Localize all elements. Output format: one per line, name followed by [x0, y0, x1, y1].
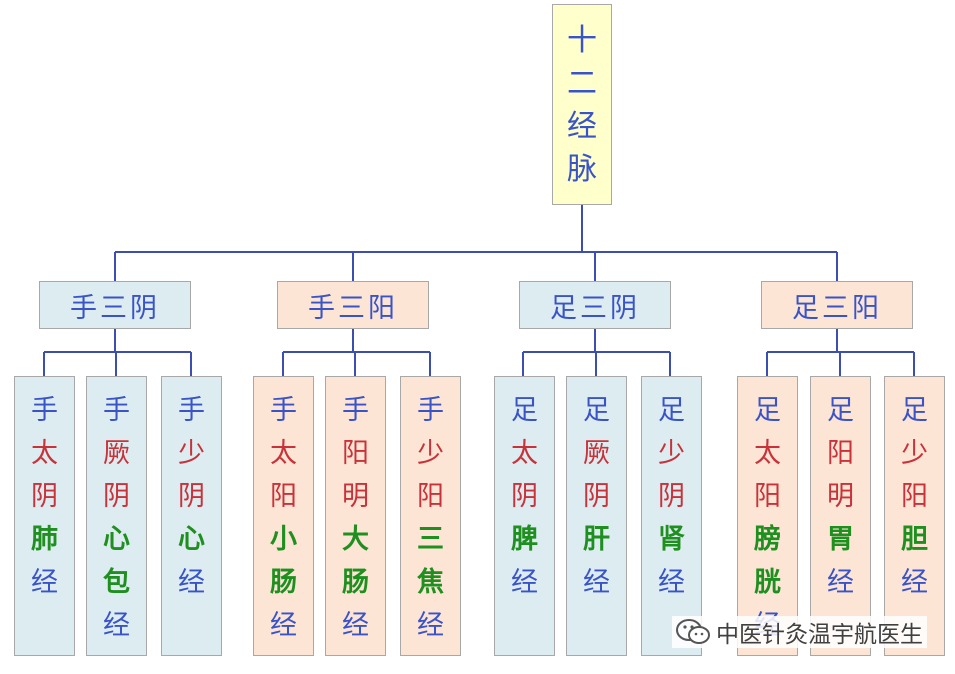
meridian-limb: 手: [103, 395, 130, 426]
meridian-column: 手太阴肺经: [14, 376, 75, 656]
meridian-organ: 肾: [658, 524, 685, 555]
meridian-suffix: 经: [511, 567, 538, 598]
meridian-column: 足少阳胆经: [884, 376, 945, 656]
watermark: 中医针灸温宇航医生: [672, 616, 927, 648]
meridian-suffix: 经: [827, 567, 854, 598]
meridian-type: 阳: [901, 481, 928, 512]
meridian-suffix: 经: [658, 567, 685, 598]
meridian-organ: 肝: [583, 524, 610, 555]
meridian-organ: 大: [342, 524, 369, 555]
group-node: 手三阳: [277, 281, 429, 329]
meridian-limb: 手: [342, 395, 369, 426]
meridian-type: 阳: [342, 438, 369, 469]
meridian-limb: 手: [417, 395, 444, 426]
meridian-suffix: 经: [342, 610, 369, 641]
meridian-limb: 足: [511, 395, 538, 426]
meridian-organ: 脾: [511, 524, 538, 555]
meridian-organ: 肺: [31, 524, 58, 555]
group-node: 手三阴: [39, 281, 191, 329]
root-char: 经: [567, 108, 597, 144]
meridian-limb: 足: [901, 395, 928, 426]
meridian-column: 足太阴脾经: [494, 376, 555, 656]
meridian-limb: 足: [583, 395, 610, 426]
meridian-limb: 手: [31, 395, 58, 426]
meridian-type: 太: [31, 438, 58, 469]
root-node: 十 二 经 脉: [552, 4, 612, 205]
meridian-type: 阴: [583, 481, 610, 512]
meridian-organ: 肠: [342, 567, 369, 598]
meridian-suffix: 经: [31, 567, 58, 598]
meridian-column: 手太阳小肠经: [253, 376, 314, 656]
meridian-organ: 焦: [417, 567, 444, 598]
meridian-limb: 手: [178, 395, 205, 426]
root-char: 脉: [567, 151, 597, 187]
meridian-type: 太: [270, 438, 297, 469]
meridian-type: 阳: [270, 481, 297, 512]
meridian-limb: 足: [827, 395, 854, 426]
meridian-type: 少: [658, 438, 685, 469]
meridian-type: 少: [178, 438, 205, 469]
meridian-organ: 胱: [754, 567, 781, 598]
meridian-type: 阳: [827, 438, 854, 469]
root-char: 二: [567, 65, 597, 101]
meridian-organ: 膀: [754, 524, 781, 555]
meridian-suffix: 经: [178, 567, 205, 598]
meridian-suffix: 经: [583, 567, 610, 598]
watermark-text: 中医针灸温宇航医生: [716, 622, 923, 648]
meridian-organ: 心: [103, 524, 130, 555]
meridian-suffix: 经: [417, 610, 444, 641]
root-char: 十: [567, 22, 597, 58]
meridian-type: 少: [901, 438, 928, 469]
meridian-column: 足阳明胃经: [810, 376, 871, 656]
meridian-organ: 三: [417, 524, 444, 555]
meridian-column: 足厥阴肝经: [566, 376, 627, 656]
wechat-icon: [676, 618, 712, 646]
meridian-type: 太: [511, 438, 538, 469]
meridian-organ: 小: [270, 524, 297, 555]
meridian-type: 少: [417, 438, 444, 469]
meridian-column: 足少阴肾经: [641, 376, 702, 656]
meridian-organ: 肠: [270, 567, 297, 598]
meridian-suffix: 经: [103, 610, 130, 641]
meridian-column: 手厥阴心包经: [86, 376, 147, 656]
meridian-type: 明: [827, 481, 854, 512]
meridian-suffix: 经: [270, 610, 297, 641]
meridian-organ: 包: [103, 567, 130, 598]
meridian-organ: 胆: [901, 524, 928, 555]
meridian-type: 阴: [178, 481, 205, 512]
group-node: 足三阳: [761, 281, 913, 329]
group-node: 足三阴: [519, 281, 671, 329]
meridian-type: 厥: [103, 438, 130, 469]
meridian-organ: 胃: [827, 524, 854, 555]
meridian-suffix: 经: [901, 567, 928, 598]
meridian-type: 太: [754, 438, 781, 469]
meridian-limb: 足: [754, 395, 781, 426]
meridian-type: 阴: [103, 481, 130, 512]
meridian-type: 阴: [511, 481, 538, 512]
meridian-type: 厥: [583, 438, 610, 469]
meridian-column: 手少阳三焦经: [400, 376, 461, 656]
meridian-column: 手少阴心经: [161, 376, 222, 656]
meridian-column: 手阳明大肠经: [325, 376, 386, 656]
meridian-type: 阳: [417, 481, 444, 512]
meridian-organ: 心: [178, 524, 205, 555]
meridian-type: 阳: [754, 481, 781, 512]
meridian-type: 阴: [658, 481, 685, 512]
meridian-limb: 手: [270, 395, 297, 426]
meridian-column: 足太阳膀胱经: [737, 376, 798, 656]
meridian-limb: 足: [658, 395, 685, 426]
meridian-type: 阴: [31, 481, 58, 512]
meridian-type: 明: [342, 481, 369, 512]
